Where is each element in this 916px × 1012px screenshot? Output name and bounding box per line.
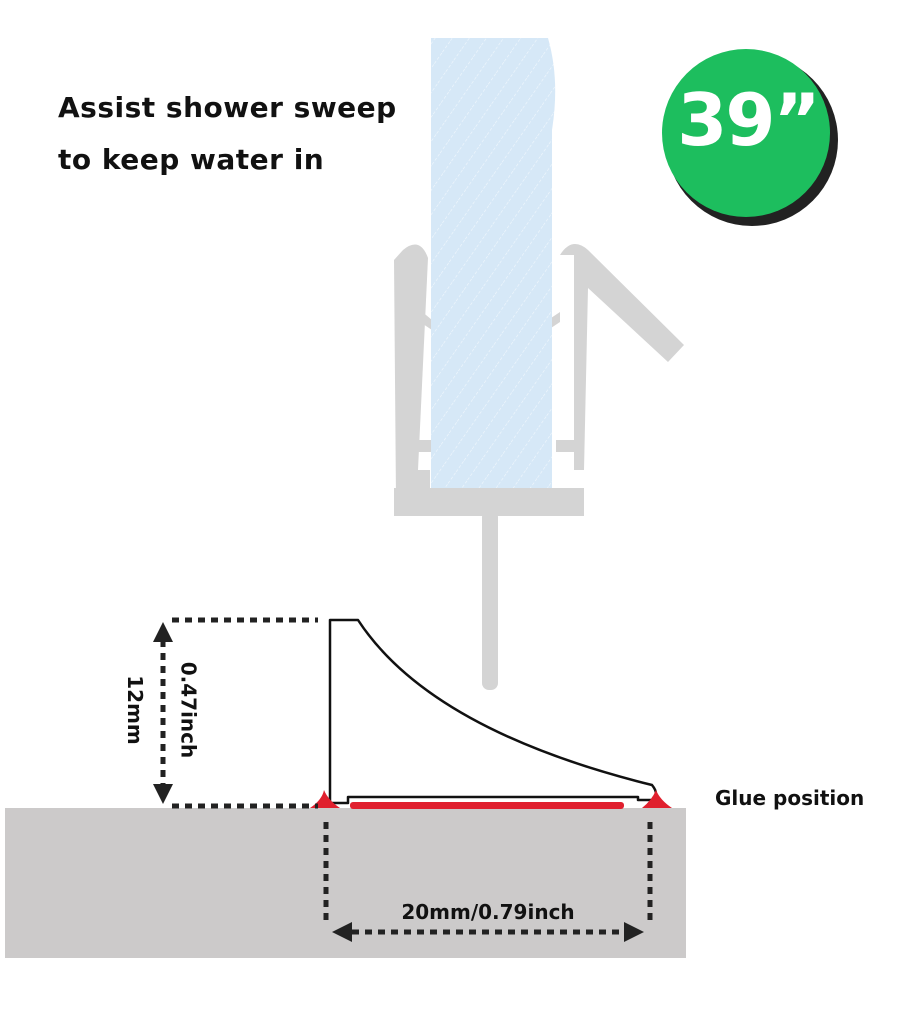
- caption-line-2: to keep water in: [58, 143, 325, 176]
- caption-line-1: Assist shower sweep: [58, 91, 397, 124]
- badge-label: 39”: [677, 78, 821, 162]
- shower-seal-profile: [394, 244, 684, 690]
- arrow-down-icon: [153, 784, 173, 804]
- glue-strip: [350, 802, 624, 809]
- glue-bead-right: [642, 790, 672, 808]
- arrow-up-icon: [153, 622, 173, 642]
- height-dimension: [160, 617, 318, 809]
- glue-position-label: Glue position: [715, 786, 865, 810]
- glass-panel: [431, 38, 556, 488]
- height-inch-label: 0.47inch: [176, 661, 201, 759]
- height-mm-label: 12mm: [122, 675, 147, 745]
- arrow-left-icon: [332, 922, 352, 942]
- caption: Assist shower sweep to keep water in: [58, 82, 397, 186]
- arrow-right-icon: [624, 922, 644, 942]
- width-label: 20mm/0.79inch: [401, 900, 575, 924]
- size-badge: [662, 49, 838, 226]
- width-dimension: [323, 822, 653, 935]
